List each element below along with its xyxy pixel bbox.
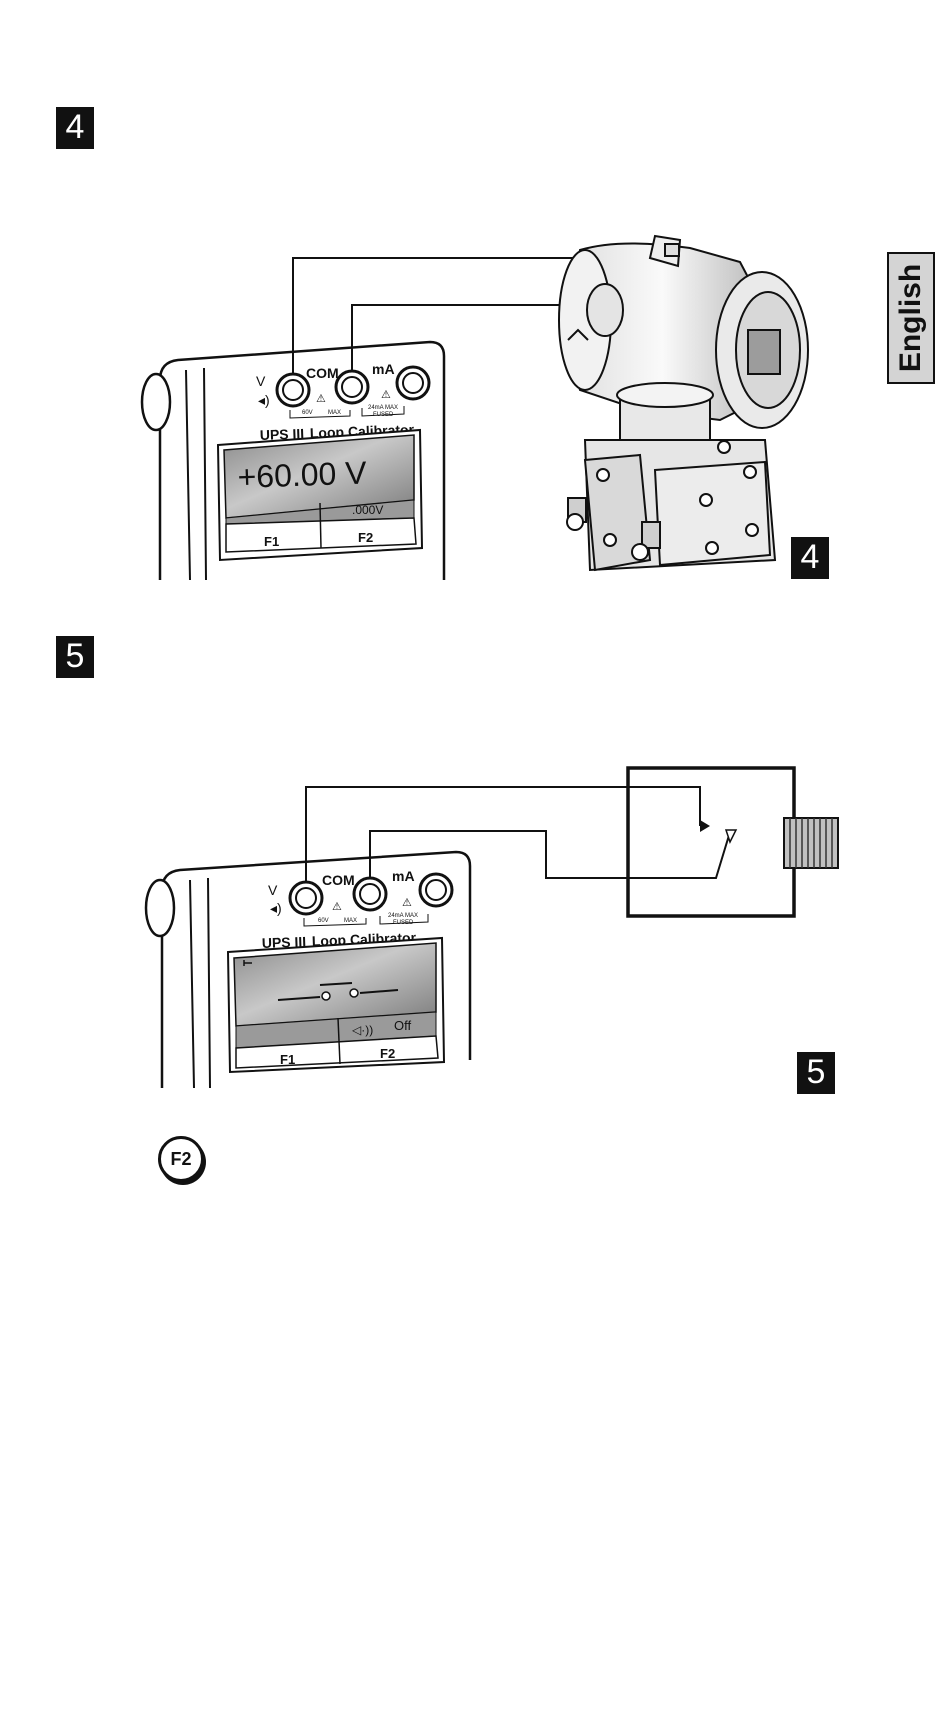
- warning-icon: ⚠: [316, 393, 326, 405]
- jack-ma-label: mA: [372, 361, 395, 377]
- calibrator-figure-4: V ◂) COM mA ⚠ ⚠ 60V MAX 24mA MAX FUSED U…: [142, 342, 444, 580]
- jack-v-label: V: [256, 373, 266, 389]
- warning-icon: ⚠: [332, 901, 342, 913]
- pressure-switch: [628, 768, 838, 916]
- voltage-rating: 60V: [318, 918, 329, 924]
- sound-icon: ◂): [270, 900, 282, 916]
- voltage-rating-max: MAX: [344, 918, 357, 924]
- f2-key-icon: F2: [158, 1136, 204, 1182]
- warning-icon: ⚠: [381, 389, 391, 401]
- sound-icon: ◂): [258, 392, 270, 408]
- calibrator-figure-5: V ◂) COM mA ⚠ ⚠ 60V MAX 24mA MAX FUSED U…: [146, 852, 470, 1088]
- display-sub-readout: .000V: [352, 503, 383, 517]
- warning-icon: ⚠: [402, 897, 412, 909]
- softkey-f2-label: F2: [380, 1046, 395, 1061]
- softkey-f1-label: F1: [264, 534, 279, 549]
- jack-v-label: V: [268, 882, 278, 898]
- softkey-f1-label: F1: [280, 1052, 295, 1067]
- ma-rating: 24mA MAX: [368, 405, 398, 411]
- softkey-f2-label: F2: [358, 530, 373, 545]
- pressure-transmitter: [559, 236, 808, 570]
- speaker-icon: ◁·)): [352, 1023, 373, 1037]
- display-main-readout: +60.00 V: [237, 454, 368, 495]
- jack-ma-label: mA: [392, 868, 415, 884]
- voltage-rating-max: MAX: [328, 410, 341, 416]
- ma-rating: 24mA MAX: [388, 913, 418, 919]
- jack-com-label: COM: [322, 872, 355, 888]
- voltage-rating: 60V: [302, 410, 313, 416]
- display-sub-readout: Off: [394, 1018, 411, 1033]
- jack-com-label: COM: [306, 365, 339, 381]
